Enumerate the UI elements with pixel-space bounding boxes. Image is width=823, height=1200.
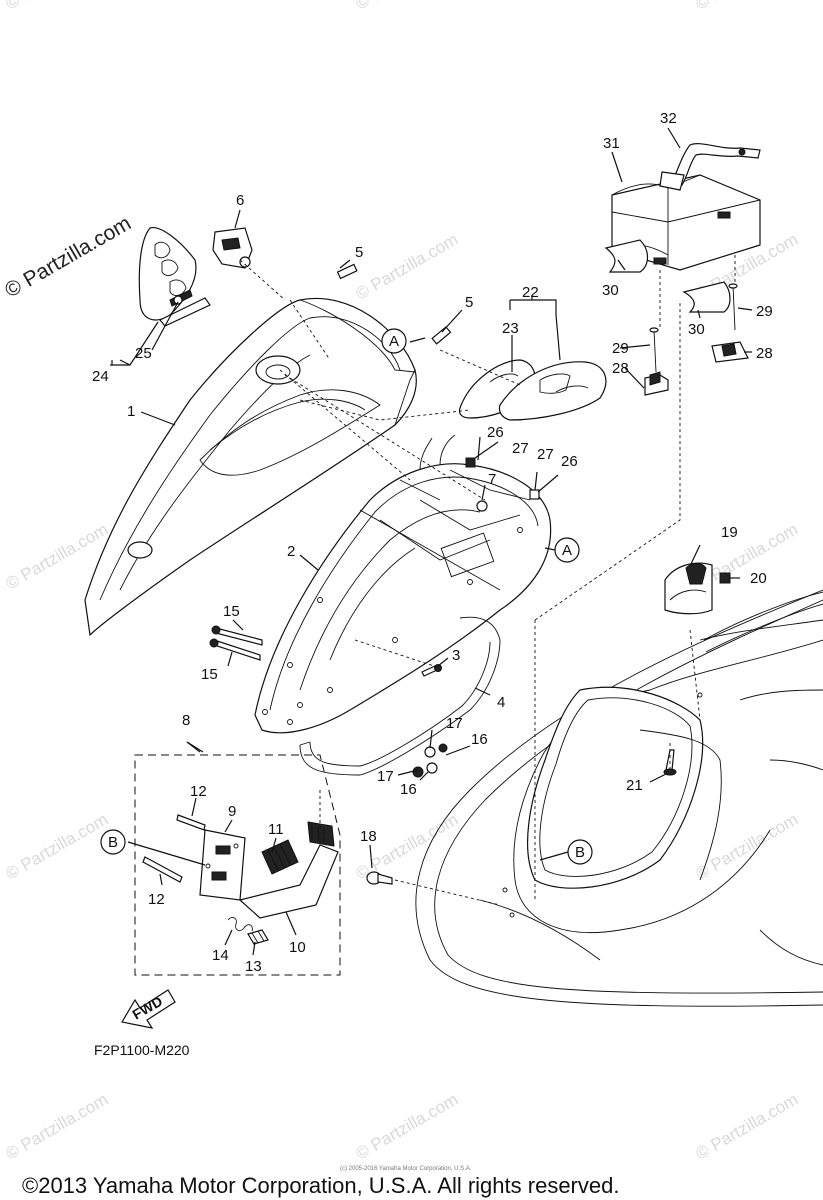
callout-24: 24 [92, 368, 109, 385]
part-11-grip [261, 839, 299, 875]
ref-b-label: B [108, 834, 118, 851]
fwd-arrow: FWD [121, 989, 176, 1029]
callout-26a: 26 [487, 424, 504, 441]
part-18-bolt [366, 871, 393, 885]
callout-7: 7 [488, 471, 496, 488]
callout-16b: 16 [400, 781, 417, 798]
callout-18: 18 [360, 828, 377, 845]
part-4-seal [299, 616, 501, 776]
part-13-14-spring [227, 917, 269, 945]
ref-b-circle [567, 839, 593, 865]
part-26-27-clips [465, 457, 540, 512]
callout-11: 11 [268, 821, 284, 838]
callout-labels: 1 2 3 4 5 5 6 7 8 9 10 11 12 12 13 14 15… [92, 110, 773, 975]
ref-a-circle [554, 537, 580, 563]
callout-12a: 12 [190, 783, 207, 800]
callout-28b: 28 [756, 345, 773, 362]
diagram-code: F2P1100-M220 [94, 1042, 190, 1058]
part-30-brackets [604, 239, 731, 313]
callout-10: 10 [289, 939, 306, 956]
callout-17a: 17 [446, 715, 463, 732]
small-print: (c) 2005-2016 Yamaha Motor Corporation, … [340, 1166, 472, 1172]
callout-20: 20 [750, 570, 767, 587]
watermark: © Partzilla.com [693, 1090, 802, 1164]
callout-12b: 12 [148, 891, 165, 908]
part-28-29-brackets [644, 283, 749, 396]
callout-22: 22 [522, 284, 539, 301]
ref-a-label: A [562, 542, 572, 559]
watermark: © Partzilla.com [3, 0, 112, 13]
callout-2: 2 [287, 543, 295, 560]
part-32-strap [659, 143, 761, 191]
callout-19: 19 [721, 524, 738, 541]
part-6-bracket [212, 227, 253, 269]
part-15-bolts [209, 625, 263, 661]
part-3-screw [421, 664, 442, 677]
watermark: © Partzilla.com [353, 810, 462, 884]
callout-21: 21 [626, 777, 643, 794]
callout-27b: 27 [537, 446, 554, 463]
watermark: © Partzilla.com [353, 230, 462, 304]
watermark: © Partzilla.com [3, 1090, 112, 1164]
part-5-pins [336, 263, 452, 345]
callout-4: 4 [497, 694, 505, 711]
hull-deck-drawing [415, 589, 823, 1007]
part-12-pins [142, 814, 206, 883]
callout-1: 1 [127, 403, 135, 420]
callout-9: 9 [228, 803, 236, 820]
part-2-hood-liner [254, 434, 552, 734]
watermark: © Partzilla.com [353, 1090, 462, 1164]
callout-14: 14 [212, 947, 229, 964]
part-9-plate [199, 829, 246, 901]
callout-16a: 16 [471, 731, 488, 748]
part-23-side-cover [458, 359, 607, 421]
callout-6: 6 [236, 192, 244, 209]
part-19-cover [664, 562, 731, 615]
watermark: © Partzilla.com [353, 0, 462, 13]
watermark-main: © Partzilla.com [1, 212, 135, 303]
callout-29b: 29 [756, 303, 773, 320]
ref-b-label: B [575, 844, 585, 861]
callout-17b: 17 [377, 768, 394, 785]
callout-32: 32 [660, 110, 677, 127]
part-10-step [238, 821, 339, 919]
watermark: © Partzilla.com [3, 810, 112, 884]
part-24-side-cover [138, 227, 211, 327]
callout-28a: 28 [612, 360, 629, 377]
reference-markers: A A B B [100, 328, 593, 865]
callout-31: 31 [603, 135, 620, 152]
callout-15b: 15 [201, 666, 218, 683]
callout-8: 8 [182, 712, 190, 729]
leader-lines [110, 127, 753, 956]
callout-30a: 30 [602, 282, 619, 299]
part-16-17-nuts [412, 743, 448, 778]
callout-23: 23 [502, 320, 519, 337]
callout-29a: 29 [612, 340, 629, 357]
callout-25: 25 [135, 345, 152, 362]
ref-a-circle [381, 328, 407, 354]
ref-b-circle [100, 829, 126, 855]
callout-27a: 27 [512, 440, 529, 457]
callout-5a: 5 [355, 244, 363, 261]
callout-26b: 26 [561, 453, 578, 470]
callout-13: 13 [245, 958, 262, 975]
watermark: © Partzilla.com [693, 0, 802, 13]
copyright-notice: ©2013 Yamaha Motor Corporation, U.S.A. A… [22, 1173, 619, 1198]
callout-3: 3 [452, 647, 460, 664]
callout-30b: 30 [688, 321, 705, 338]
watermark: © Partzilla.com [693, 810, 802, 884]
part-1-front-hood [84, 297, 417, 637]
callout-5b: 5 [465, 294, 473, 311]
ref-a-label: A [389, 333, 399, 350]
dotted-assembly-lines [239, 255, 736, 906]
callout-15a: 15 [223, 603, 240, 620]
